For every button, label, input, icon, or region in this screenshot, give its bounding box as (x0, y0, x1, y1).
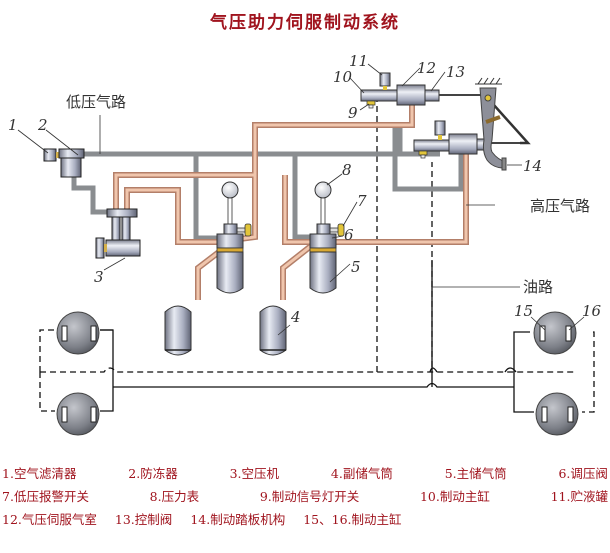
control-valve (424, 89, 482, 102)
legend-item: 3.空压机 (229, 466, 280, 481)
high-pressure-air-label: 高压气路 (530, 197, 590, 215)
legend-item: 15、16.制动主缸 (303, 512, 402, 527)
part-label-6: 6 (344, 226, 354, 244)
oil-line-label: 油路 (523, 278, 553, 296)
legend-item: 12.气压伺服气室 (2, 512, 97, 527)
part-label-16: 16 (582, 302, 602, 320)
part-label-2: 2 (37, 116, 48, 134)
pressure-gauge (314, 181, 332, 226)
legend-item: 13.控制阀 (114, 512, 173, 527)
wheel-brake-front-left (56, 311, 100, 355)
oil-line-right-solid (513, 331, 534, 413)
part-label-8: 8 (342, 161, 352, 179)
legend-item: 11.贮液罐 (550, 489, 608, 504)
brake-master-cylinder (360, 89, 400, 102)
part-label-12: 12 (417, 59, 436, 77)
legend-item: 1.空气滤清器 (2, 466, 77, 481)
legend-item: 10.制动主缸 (419, 489, 490, 504)
part-label-5: 5 (351, 258, 361, 276)
air-compressor (95, 208, 141, 259)
part-label-15: 15 (514, 302, 533, 320)
legend-row: 1.空气滤清器 2.防冻器 3.空压机 4.副储气筒 5.主储气筒 6.调压阀 (2, 462, 608, 485)
pressure-gauge-left (221, 181, 239, 226)
auxiliary-reservoir (259, 305, 287, 356)
part-label-7: 7 (357, 192, 367, 210)
oil-line-horizontal-solid (113, 382, 514, 388)
diagram-title: 气压助力伺服制动系统 (210, 13, 400, 33)
low-pressure-air-label: 低压气路 (66, 93, 126, 111)
low-pressure-alarm-switch-left (235, 223, 252, 237)
reservoir-left (216, 223, 244, 294)
part-label-4: 4 (290, 308, 301, 326)
legend-item: 5.主储气筒 (444, 466, 507, 481)
part-label-13: 13 (446, 63, 465, 81)
antifreezer (58, 148, 85, 178)
oil-line-right-dashed (582, 331, 595, 413)
air-filter (43, 148, 60, 162)
wheel-brake-front-right (533, 311, 577, 355)
part-labels: 1 2 3 4 5 6 7 8 9 10 11 12 13 14 15 16 (8, 52, 602, 326)
high-pressure-pipes (113, 105, 469, 300)
legend-item: 8.压力表 (149, 489, 200, 504)
part-label-9: 9 (348, 104, 358, 122)
auxiliary-reservoir-left (164, 305, 192, 356)
air-servo-chamber (396, 84, 426, 106)
low-pressure-pipes (71, 122, 464, 241)
brake-fluid-reservoir (379, 72, 391, 90)
wheel-brake-rear-right (535, 392, 579, 436)
oil-line-horizontal-dashed (40, 367, 575, 373)
brake-system-diagram: 1 2 3 4 5 6 7 8 9 10 11 12 13 14 15 16 低… (8, 52, 602, 436)
oil-lines (39, 98, 595, 413)
legend-item: 7.低压报警开关 (2, 489, 89, 504)
brake-light-switch (366, 100, 376, 109)
legend-row: 7.低压报警开关 8.压力表 9.制动信号灯开关 10.制动主缸 11.贮液罐 (2, 485, 608, 508)
part-label-14: 14 (523, 157, 542, 175)
part-label-3: 3 (94, 268, 104, 286)
legend-item: 6.调压阀 (558, 466, 608, 481)
brake-pedal-mechanism (475, 77, 531, 171)
part-label-10: 10 (333, 68, 353, 86)
legend-item: 4.副储气筒 (330, 466, 393, 481)
legend-item: 14.制动踏板机构 (190, 512, 286, 527)
pressure-regulator (309, 223, 337, 249)
legend-item: 2.防冻器 (128, 466, 178, 481)
legend-item: 9.制动信号灯开关 (259, 489, 360, 504)
part-label-11: 11 (349, 52, 368, 70)
main-air-reservoir (309, 247, 337, 294)
part-label-1: 1 (8, 116, 18, 134)
leader-lines (17, 63, 585, 336)
parts-legend: 1.空气滤清器 2.防冻器 3.空压机 4.副储气筒 5.主储气筒 6.调压阀 … (2, 462, 608, 531)
oil-line-left-solid (100, 329, 114, 412)
oil-line-left-dashed (39, 329, 55, 412)
wheel-brake-rear-left (56, 392, 100, 436)
legend-row: 12.气压伺服气室 13.控制阀 14.制动踏板机构 15、16.制动主缸 (2, 508, 608, 531)
